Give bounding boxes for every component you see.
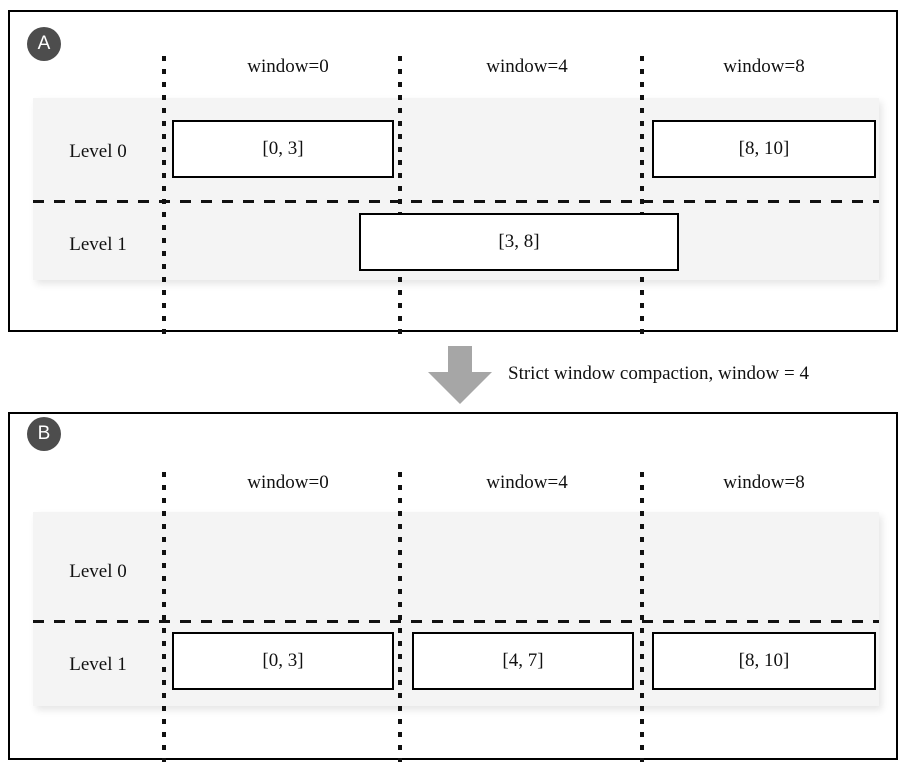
panel-a-window-header-0: window=0 [247, 56, 329, 77]
panel-b-window-separator-1 [398, 472, 402, 762]
panel-b-level-divider [33, 620, 879, 623]
panel-a-level-label-0: Level 0 [69, 141, 127, 162]
panel-a-window-header-1: window=4 [486, 56, 568, 77]
panel-b-interval-box-4-7[interactable]: [4, 7] [412, 632, 634, 690]
transition-group: Strict window compaction, window = 4 [0, 338, 906, 410]
panel-b-level-label-0: Level 0 [69, 561, 127, 582]
panel-b: B window=0 window=4 window=8 Level 0 Lev… [8, 412, 898, 762]
panel-a-level-label-1: Level 1 [69, 234, 127, 255]
panel-a-window-header-2: window=8 [723, 56, 805, 77]
panel-a-interval-box-3-8[interactable]: [3, 8] [359, 213, 679, 271]
panel-b-interval-box-8-10[interactable]: [8, 10] [652, 632, 876, 690]
panel-b-level-label-1: Level 1 [69, 654, 127, 675]
panel-a-interval-box-0-3[interactable]: [0, 3] [172, 120, 394, 178]
panel-a: A window=0 window=4 window=8 Level 0 Lev… [8, 10, 898, 334]
panel-a-badge: A [27, 27, 61, 61]
arrow-head [428, 372, 492, 404]
panel-b-interval-box-0-3[interactable]: [0, 3] [172, 632, 394, 690]
panel-a-level-divider [33, 200, 879, 203]
panel-b-window-separator-0 [162, 472, 166, 762]
panel-a-interval-box-8-10[interactable]: [8, 10] [652, 120, 876, 178]
panel-b-window-header-0: window=0 [247, 472, 329, 493]
panel-b-badge: B [27, 417, 61, 451]
panel-a-window-separator-2 [640, 56, 644, 334]
panel-b-window-separator-2 [640, 472, 644, 762]
panel-a-window-separator-1 [398, 56, 402, 334]
panel-b-window-header-1: window=4 [486, 472, 568, 493]
arrow-shaft [448, 346, 472, 374]
panel-a-window-separator-0 [162, 56, 166, 334]
down-arrow-icon [428, 346, 492, 404]
panel-b-window-header-2: window=8 [723, 472, 805, 493]
transition-caption: Strict window compaction, window = 4 [508, 363, 809, 384]
